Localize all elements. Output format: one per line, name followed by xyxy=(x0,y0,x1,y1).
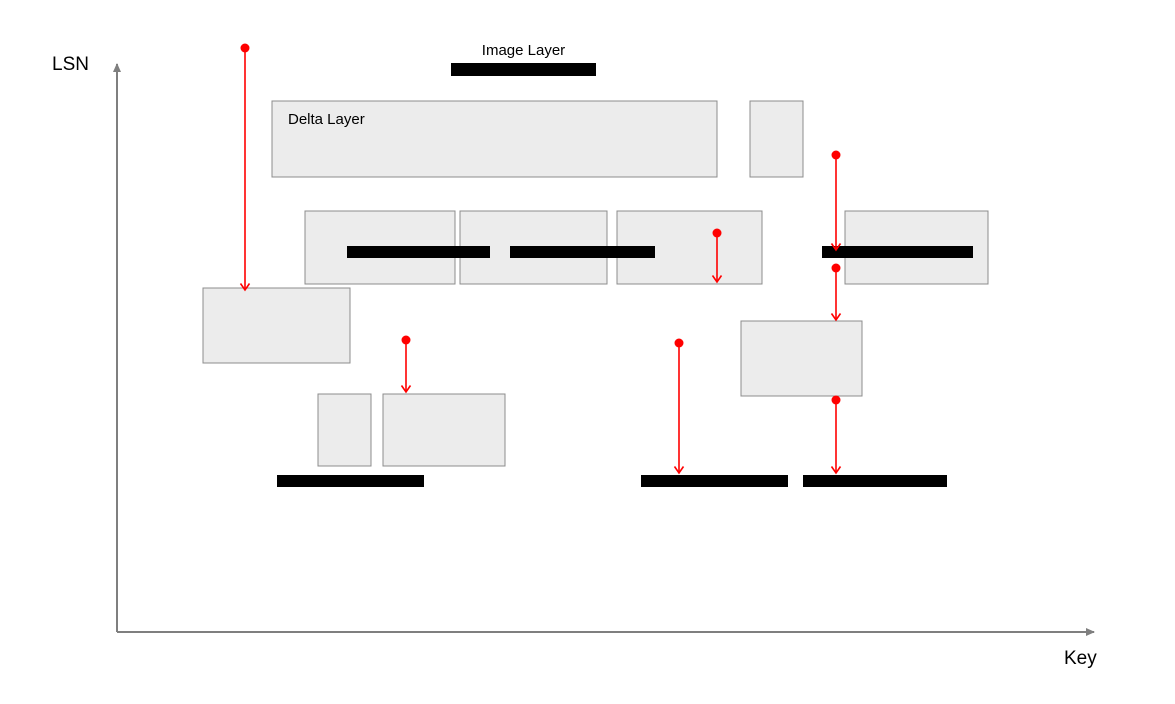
delta-layer-rect xyxy=(749,100,804,178)
image-layer-bar xyxy=(277,475,424,487)
image-layer-bar xyxy=(822,246,973,258)
image-layer-bar xyxy=(451,63,596,76)
delta-layer-rect xyxy=(317,393,372,467)
image-layer-label: Image Layer xyxy=(481,42,566,59)
delta-layer-rect xyxy=(202,287,351,364)
image-bar-layer xyxy=(277,63,973,487)
delta-layer-rect xyxy=(740,320,863,397)
x-axis-label: Key xyxy=(1064,648,1097,669)
image-layer-bar xyxy=(347,246,490,258)
delta-layer-rect xyxy=(382,393,506,467)
image-layer-bar xyxy=(510,246,655,258)
y-axis-label: LSN xyxy=(52,54,89,75)
image-layer-bar xyxy=(803,475,947,487)
delta-layer-rect xyxy=(271,100,718,178)
image-layer-bar xyxy=(641,475,788,487)
read-arrow-layer xyxy=(239,43,842,475)
delta-rect-layer xyxy=(202,100,989,467)
delta-layer-label: Delta Layer xyxy=(288,111,365,128)
